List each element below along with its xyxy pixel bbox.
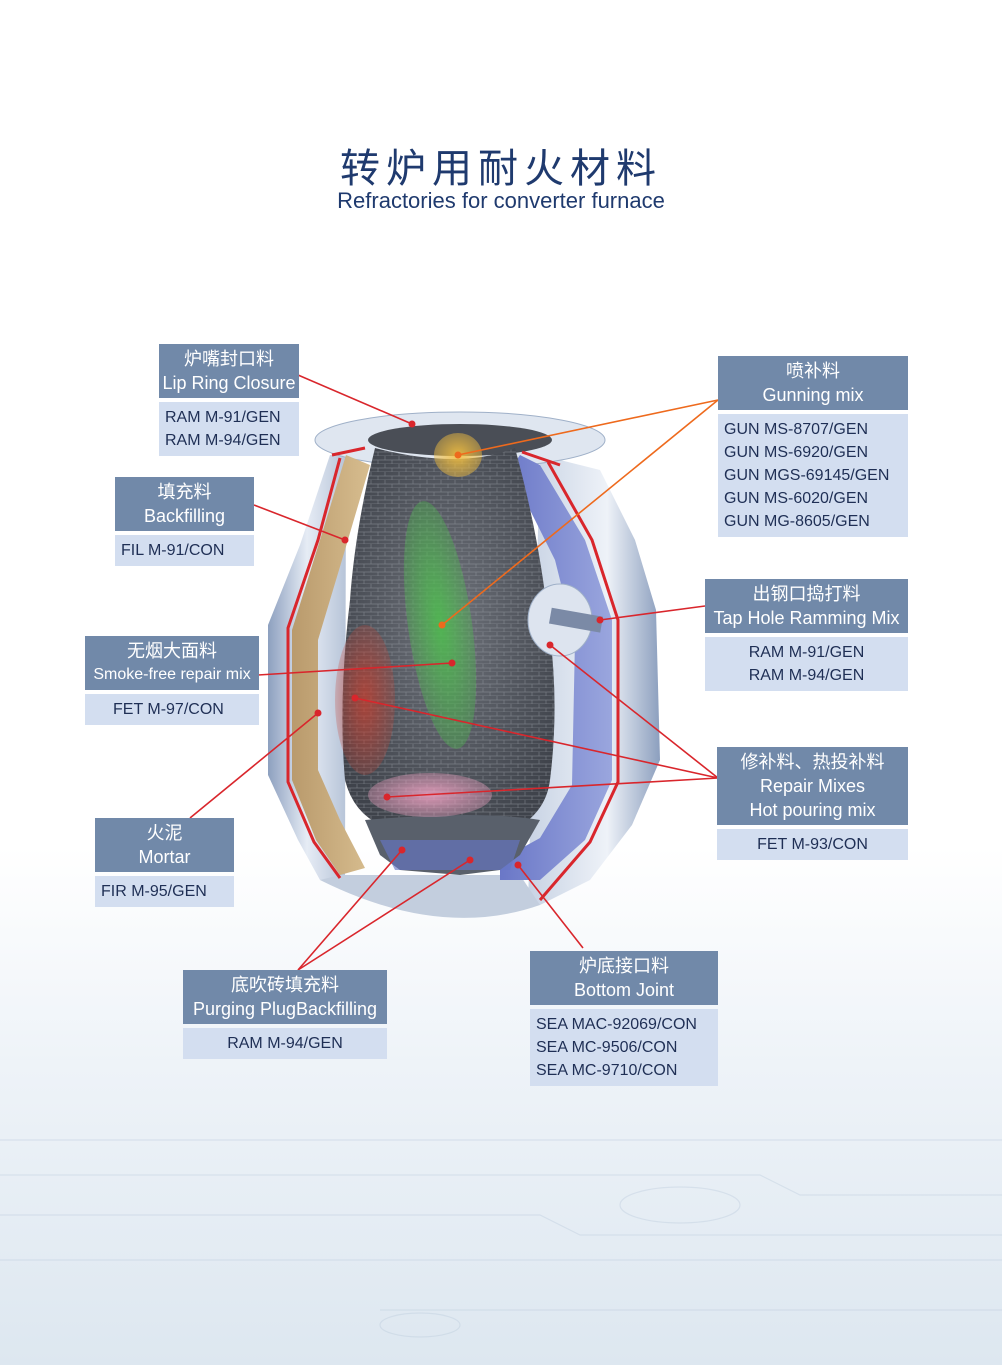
label-mortar-body: FIR M-95/GEN (95, 876, 234, 907)
leader-lines-red (189, 374, 719, 971)
page-title-en: Refractories for converter furnace (337, 188, 665, 213)
tap-hole (548, 607, 603, 633)
label-bottom-joint: 炉底接口料 Bottom Joint SEA MAC-92069/CON SEA… (530, 951, 718, 1086)
bottom-joint-code: SEA MC-9506/CON (536, 1039, 678, 1056)
label-smoke-free-body: FET M-97/CON (85, 694, 259, 725)
bottom-joint-cn: 炉底接口料 (579, 956, 669, 976)
repair-code: FET M-93/CON (757, 836, 868, 853)
smoke-free-code: FET M-97/CON (113, 701, 224, 718)
gunning-code: GUN MS-6920/GEN (724, 444, 869, 461)
bottom-joint-en: Bottom Joint (573, 980, 675, 1000)
label-gunning: 喷补料 Gunning mix GUN MS-8707/GEN GUN MS-6… (718, 356, 908, 537)
mortar-cn: 火泥 (146, 823, 183, 843)
label-mortar-head: 火泥 Mortar (95, 818, 234, 872)
label-smoke-free: 无烟大面料 Smoke-free repair mix FET M-97/CON (85, 636, 259, 725)
smoke-free-cn: 无烟大面料 (127, 641, 217, 661)
mortar-en: Mortar (138, 847, 191, 867)
label-repair-body: FET M-93/CON (717, 829, 908, 860)
label-lip-ring-body: RAM M-91/GEN RAM M-94/GEN (159, 402, 299, 456)
label-purging-plug: 底吹砖填充料 Purging PlugBackfilling RAM M-94/… (183, 970, 387, 1059)
repair-en: Repair Mixes (759, 776, 866, 796)
gunning-en: Gunning mix (762, 385, 864, 405)
label-tap-hole-head: 出钢口捣打料 Tap Hole Ramming Mix (705, 579, 908, 633)
lip-ring-code: RAM M-94/GEN (165, 432, 281, 449)
background-lines (0, 1139, 1002, 1338)
gunning-cn: 喷补料 (786, 361, 840, 381)
purging-plug-code: RAM M-94/GEN (227, 1035, 343, 1052)
leader-dots-orange (438, 451, 462, 629)
label-lip-ring-head: 炉嘴封口料 Lip Ring Closure (159, 344, 299, 398)
label-gunning-head: 喷补料 Gunning mix (718, 356, 908, 410)
page-title-cn: 转炉用耐火材料 (340, 146, 662, 192)
gunning-code: GUN MS-6020/GEN (724, 490, 869, 507)
label-repair-head: 修补料、热投补料 Repair Mixes Hot pouring mix (717, 747, 908, 825)
label-tap-hole-body: RAM M-91/GEN RAM M-94/GEN (705, 637, 908, 691)
label-purging-plug-body: RAM M-94/GEN (183, 1028, 387, 1059)
repair-cn: 修补料、热投补料 (740, 752, 885, 772)
label-backfilling-body: FIL M-91/CON (115, 535, 254, 566)
shell-outline (286, 446, 620, 901)
gunning-code: GUN MG-8605/GEN (724, 513, 870, 530)
tap-hole-code: RAM M-94/GEN (748, 667, 865, 684)
label-mortar: 火泥 Mortar FIR M-95/GEN (95, 818, 234, 907)
tap-hole-code: RAM M-91/GEN (748, 644, 865, 661)
lip-ring-cn: 炉嘴封口料 (184, 349, 274, 369)
label-smoke-free-head: 无烟大面料 Smoke-free repair mix (85, 636, 259, 690)
backfilling-cn: 填充料 (157, 482, 212, 502)
lip-ring-code: RAM M-91/GEN (165, 409, 281, 426)
label-bottom-joint-head: 炉底接口料 Bottom Joint (530, 951, 718, 1005)
leader-lines-orange (441, 399, 719, 626)
gunning-code: GUN MGS-69145/GEN (724, 467, 890, 484)
bottom-joint-code: SEA MC-9710/CON (536, 1062, 678, 1079)
backfilling-en: Backfilling (143, 506, 226, 526)
tan-lining-left (292, 455, 370, 875)
leader-dots (314, 420, 604, 869)
label-backfilling-head: 填充料 Backfilling (115, 477, 254, 531)
purging-plug-cn: 底吹砖填充料 (231, 975, 339, 995)
label-tap-hole: 出钢口捣打料 Tap Hole Ramming Mix RAM M-91/GEN… (705, 579, 908, 691)
bottom-joint-code: SEA MAC-92069/CON (536, 1016, 697, 1033)
label-repair: 修补料、热投补料 Repair Mixes Hot pouring mix FE… (717, 747, 908, 860)
label-purging-plug-head: 底吹砖填充料 Purging PlugBackfilling (183, 970, 387, 1024)
purging-plug-en: Purging PlugBackfilling (192, 999, 378, 1019)
bottom-cap (320, 875, 540, 918)
gunning-code: GUN MS-8707/GEN (724, 421, 869, 438)
tap-hole-cn: 出钢口捣打料 (752, 584, 861, 604)
blue-lining-right (500, 455, 612, 880)
repair-en2: Hot pouring mix (749, 800, 876, 820)
tap-hole-en: Tap Hole Ramming Mix (713, 608, 900, 628)
label-lip-ring: 炉嘴封口料 Lip Ring Closure RAM M-91/GEN RAM … (159, 344, 299, 456)
label-gunning-body: GUN MS-8707/GEN GUN MS-6920/GEN GUN MGS-… (718, 414, 908, 537)
backfilling-code: FIL M-91/CON (121, 542, 225, 559)
mortar-code: FIR M-95/GEN (101, 883, 207, 900)
label-backfilling: 填充料 Backfilling FIL M-91/CON (115, 477, 254, 566)
lip-ring-en: Lip Ring Closure (162, 373, 296, 393)
smoke-free-en: Smoke-free repair mix (93, 666, 251, 683)
label-bottom-joint-body: SEA MAC-92069/CON SEA MC-9506/CON SEA MC… (530, 1009, 718, 1086)
